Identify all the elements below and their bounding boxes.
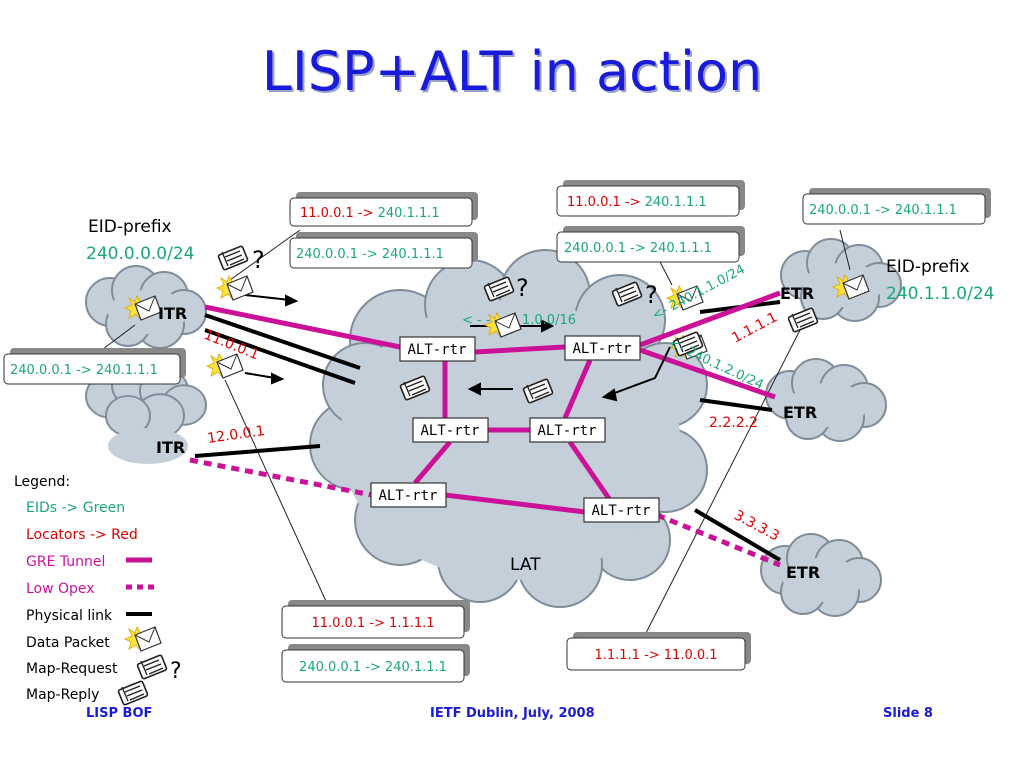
center-question: ? [516, 274, 529, 302]
left-question: ? [252, 246, 265, 274]
box-bottom-right-outer: 1.1.1.1 -> 11.0.0.1 [594, 648, 717, 663]
packet-boxes: 11.0.0.1 -> 240.1.1.1 240.0.0.1 -> 240.1… [3, 180, 991, 683]
right-eid-prefix-label: EID-prefix [886, 257, 970, 277]
right-eid-prefix: 240.1.1.0/24 [886, 284, 994, 304]
footer-left: LISP BOF [86, 706, 153, 721]
legend-physical: Physical link [26, 608, 113, 624]
slide-title: LISP+ALT in action [261, 40, 763, 103]
alt-router-4: ALT-rtr [537, 423, 596, 439]
box-left-mapping: 240.0.0.1 -> 240.1.1.1 [10, 363, 158, 378]
itr2-label: ITR [156, 438, 185, 457]
lat-label: LAT [510, 555, 541, 575]
low-opex-links [189, 457, 781, 568]
data-packet-icon [124, 626, 162, 652]
left-eid-prefix: 240.0.0.0/24 [86, 244, 194, 264]
legend-map-request-question: ? [170, 659, 182, 684]
etr2-label: ETR [783, 403, 817, 422]
legend: Legend: EIDs -> Green Locators -> Red GR… [14, 474, 182, 703]
legend-eids: EIDs -> Green [26, 500, 125, 516]
adv-left-arrow: < - - [462, 313, 491, 328]
box-top-left-inner: 240.0.0.1 -> 240.1.1.1 [296, 247, 444, 262]
top-center-question: ? [645, 281, 658, 309]
etr3-locator: 3.3.3.3 [731, 507, 782, 544]
legend-map-request: Map-Request [26, 661, 118, 677]
data-packet-icon [206, 353, 244, 379]
footer-center: IETF Dublin, July, 2008 [430, 706, 595, 721]
alt-router-2: ALT-rtr [572, 341, 631, 357]
map-request-icon [136, 653, 168, 681]
etr-label: ETR [780, 284, 814, 303]
legend-map-reply: Map-Reply [26, 687, 99, 703]
legend-locators: Locators -> Red [26, 527, 138, 543]
legend-data-packet: Data Packet [26, 635, 110, 651]
etr-locator: 1.1.1.1 [729, 309, 780, 346]
itr-label: ITR [158, 304, 187, 323]
adv-left-prefix: 1.0.0/16 [522, 313, 576, 328]
alt-router-1: ALT-rtr [407, 342, 466, 358]
legend-low-opex: Low Opex [26, 581, 95, 597]
alt-router-6: ALT-rtr [591, 503, 650, 519]
box-top-left-outer: 11.0.0.1 -> 240.1.1.1 [300, 206, 440, 221]
footer-right: Slide 8 [883, 706, 933, 721]
alt-routers: ALT-rtr ALT-rtr ALT-rtr ALT-rtr ALT-rtr … [370, 335, 660, 523]
etr3-label: ETR [786, 563, 820, 582]
legend-title: Legend: [14, 474, 70, 490]
legend-gre: GRE Tunnel [26, 554, 105, 570]
box-top-center-outer: 11.0.0.1 -> 240.1.1.1 [567, 195, 707, 210]
map-request-icon [217, 244, 249, 272]
map-reply-icon [787, 306, 819, 334]
box-right-mapping: 240.0.0.1 -> 240.1.1.1 [809, 203, 957, 218]
gre-tunnels [204, 290, 781, 515]
box-top-center-inner: 240.0.0.1 -> 240.1.1.1 [564, 241, 712, 256]
physical-links [194, 300, 782, 562]
box-bottom-left-inner: 240.0.0.1 -> 240.1.1.1 [299, 660, 447, 675]
box-bottom-left-outer: 11.0.0.1 -> 1.1.1.1 [311, 616, 434, 631]
alt-router-5: ALT-rtr [378, 488, 437, 504]
alt-router-3: ALT-rtr [420, 423, 479, 439]
left-eid-prefix-label: EID-prefix [88, 217, 172, 237]
map-reply-icon [117, 679, 149, 707]
etr2-locator: 2.2.2.2 [709, 415, 758, 431]
data-packet-icon [216, 275, 254, 301]
itr2-locator: 12.0.0.1 [206, 423, 266, 447]
